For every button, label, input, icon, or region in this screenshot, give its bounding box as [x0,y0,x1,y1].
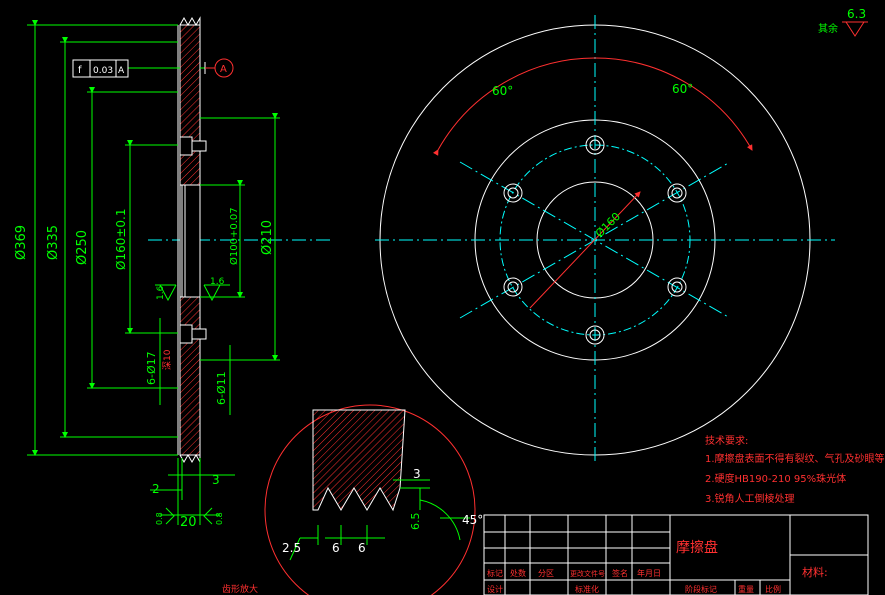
dim-d250: Ø250 [75,230,90,265]
dim-d369: Ø369 [14,225,29,260]
roughness-16-right: 1.6 [210,277,225,287]
tech-req-item-3: 3.锐角人工倒棱处理 [705,494,795,505]
roughness-label: 其余 [818,22,838,35]
detail-dim-3: 3 [413,467,421,481]
material-label: 材料: [802,565,828,579]
roughness-value: 6.3 [847,7,866,21]
section-teeth-bottom [179,453,201,464]
tech-req-title: 技术要求: [705,436,749,447]
dim-d210: Ø210 [260,220,275,255]
tb-header-0: 标记 [487,568,503,578]
detail-angle-45: 45° [462,513,483,527]
front-view: 60° 60° Ø160 [375,15,835,465]
detail-circle [264,404,476,595]
bolt-hole-6 [503,183,523,203]
roughness-08-left: 0.8 [155,512,164,525]
roughness-16-left: 1.6 [156,285,166,300]
tech-req-item-1: 1.摩擦盘表面不得有裂纹、气孔及砂眼等 [705,454,885,465]
tb-stage-1: 重量 [738,584,754,594]
dim-w3: 3 [212,473,220,487]
tb-header-4: 签名 [612,568,628,578]
detail-dim-65: 6.5 [409,513,422,531]
tolerance-value: 0.03 [93,66,113,76]
tb-stage-0: 阶段标记 [685,584,717,594]
detail-hatch [312,409,406,512]
bolt-hole-2 [667,183,687,203]
roughness-08-right: 0.8 [215,512,224,525]
dim-d17: 6-Ø17 [145,351,158,385]
tb-header-5: 年月日 [637,568,661,578]
tb-header-3: 更改文件号 [570,569,605,578]
bolt-hole-5 [503,277,523,297]
tb-header-2: 分区 [538,569,554,578]
dim-d100: Ø100+0.07 [228,207,240,265]
tb-bottom-0: 设计 [487,584,503,594]
angle-left-label: 60° [492,84,513,98]
bolt-hole-4 [585,325,605,345]
detail-note: 齿形放大 [222,583,258,595]
tolerance-datum: A [118,66,125,76]
section-bore [179,184,201,298]
part-name: 摩擦盘 [676,539,718,556]
tb-stage-2: 比例 [765,584,781,594]
angle-arc [432,57,753,156]
detail-dim-25: 2.5 [282,541,301,555]
tech-req-item-2: 2.硬度HB190-210 95%珠光体 [705,474,847,485]
tb-header-1: 处数 [510,568,526,578]
datum-marker: A [204,58,234,78]
dim-w20: 20 [180,515,197,530]
surface-roughness-mark: 其余 6.3 [818,7,868,37]
section-bolt-hole-top [179,136,193,156]
tb-bottom-1: 标准化 [575,584,599,594]
dim-w2: 2 [152,482,160,496]
dim-d160: Ø160±0.1 [114,209,128,271]
detail-view: 3 6.5 2.5 6 6 45° 齿形放大 [222,404,483,595]
section-teeth-top [179,16,201,27]
tolerance-frame: f 0.03 A [72,59,129,78]
dim-d11: 6-Ø11 [215,371,228,405]
section-view: f 0.03 A A Ø369 Ø335 Ø250 Ø160±0.1 Ø100+… [14,16,330,530]
title-block [483,514,869,595]
angle-right-label: 60° [672,82,693,96]
detail-dim-6a: 6 [332,541,340,555]
detail-dim-6b: 6 [358,541,366,555]
bolt-hole-3 [667,277,687,297]
tolerance-symbol: f [78,65,82,76]
datum-label: A [220,64,227,75]
dim-depth10: 深10 [162,349,173,370]
dim-d335: Ø335 [46,225,61,260]
section-bolt-hole-bottom [179,324,193,344]
